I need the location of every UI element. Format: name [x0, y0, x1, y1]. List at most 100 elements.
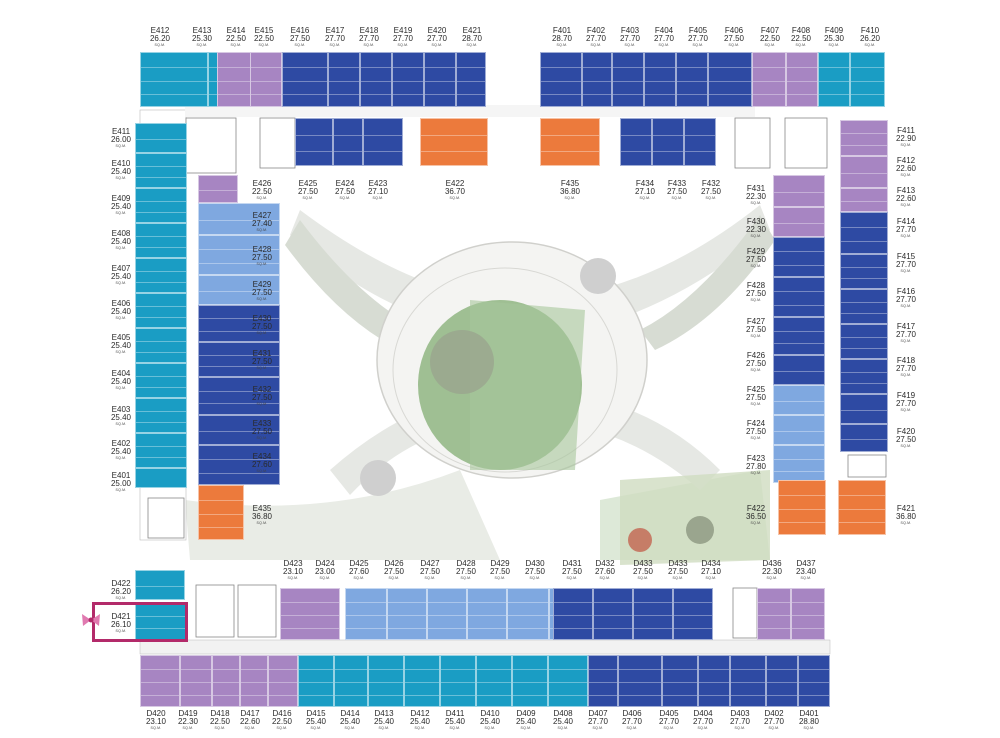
unit-e422[interactable]: [420, 118, 488, 166]
unit-f419[interactable]: [840, 394, 888, 424]
unit-f423[interactable]: [773, 445, 825, 483]
unit-f404[interactable]: [644, 52, 676, 107]
unit-e434[interactable]: [198, 445, 280, 485]
unit-f418[interactable]: [840, 359, 888, 394]
unit-f421[interactable]: [838, 480, 886, 535]
unit-d407[interactable]: [588, 655, 618, 707]
unit-e426[interactable]: [198, 175, 238, 203]
unit-d422[interactable]: [135, 570, 185, 600]
unit-f431[interactable]: [773, 175, 825, 207]
unit-d421[interactable]: [135, 602, 187, 640]
unit-e435[interactable]: [198, 485, 244, 540]
unit-e406[interactable]: [135, 293, 187, 328]
unit-d423[interactable]: [280, 588, 340, 640]
unit-e427[interactable]: [198, 203, 280, 235]
unit-e430[interactable]: [198, 305, 280, 342]
unit-f405[interactable]: [676, 52, 708, 107]
unit-f410[interactable]: [850, 52, 885, 107]
unit-e431[interactable]: [198, 342, 280, 377]
unit-f408[interactable]: [786, 52, 818, 107]
unit-e409[interactable]: [135, 188, 187, 223]
unit-f412[interactable]: [840, 156, 888, 188]
unit-f415[interactable]: [840, 254, 888, 289]
unit-f435[interactable]: [540, 118, 600, 166]
unit-f427[interactable]: [773, 317, 825, 355]
unit-f430[interactable]: [773, 207, 825, 237]
unit-f402[interactable]: [582, 52, 612, 107]
unit-d409[interactable]: [512, 655, 548, 707]
unit-d401[interactable]: [798, 655, 830, 707]
unit-e403[interactable]: [135, 398, 187, 433]
unit-d405[interactable]: [662, 655, 698, 707]
unit-f425[interactable]: [773, 385, 825, 415]
unit-f403[interactable]: [612, 52, 644, 107]
unit-e417[interactable]: [328, 52, 360, 107]
unit-e423[interactable]: [363, 118, 403, 166]
unit-e414[interactable]: [217, 52, 251, 107]
unit-e429[interactable]: [198, 275, 280, 305]
unit-f417[interactable]: [840, 324, 888, 359]
unit-e420[interactable]: [424, 52, 456, 107]
unit-e425[interactable]: [295, 118, 333, 166]
unit-e408[interactable]: [135, 223, 187, 258]
unit-d437[interactable]: [791, 588, 825, 640]
unit-e411[interactable]: [135, 123, 187, 153]
unit-d436[interactable]: [757, 588, 791, 640]
unit-d427[interactable]: [427, 588, 467, 640]
unit-e412[interactable]: [140, 52, 208, 107]
unit-f413[interactable]: [840, 188, 888, 212]
unit-f434[interactable]: [620, 118, 652, 166]
unit-e418[interactable]: [360, 52, 392, 107]
unit-f416[interactable]: [840, 289, 888, 324]
unit-d433[interactable]: [633, 588, 673, 640]
unit-d403[interactable]: [730, 655, 766, 707]
unit-f422[interactable]: [778, 480, 826, 535]
unit-d426[interactable]: [387, 588, 427, 640]
unit-d416[interactable]: [268, 655, 298, 707]
unit-f426[interactable]: [773, 355, 825, 385]
unit-d418[interactable]: [212, 655, 240, 707]
unit-d417[interactable]: [240, 655, 268, 707]
unit-f424[interactable]: [773, 415, 825, 445]
unit-e415[interactable]: [250, 52, 282, 107]
unit-d402[interactable]: [766, 655, 798, 707]
unit-f401[interactable]: [540, 52, 582, 107]
unit-d433[interactable]: [673, 588, 713, 640]
unit-e402[interactable]: [135, 433, 187, 468]
unit-d411[interactable]: [440, 655, 476, 707]
unit-d432[interactable]: [593, 588, 633, 640]
unit-e407[interactable]: [135, 258, 187, 293]
unit-f429[interactable]: [773, 237, 825, 277]
unit-d425[interactable]: [345, 588, 387, 640]
unit-f433[interactable]: [652, 118, 684, 166]
unit-f414[interactable]: [840, 212, 888, 254]
unit-e410[interactable]: [135, 153, 187, 188]
unit-d420[interactable]: [140, 655, 180, 707]
unit-f406[interactable]: [708, 52, 752, 107]
unit-f432[interactable]: [684, 118, 716, 166]
unit-e424[interactable]: [333, 118, 363, 166]
unit-e419[interactable]: [392, 52, 424, 107]
unit-d412[interactable]: [404, 655, 440, 707]
unit-d431[interactable]: [553, 588, 593, 640]
unit-e421[interactable]: [456, 52, 486, 107]
unit-f428[interactable]: [773, 277, 825, 317]
unit-f409[interactable]: [818, 52, 850, 107]
unit-d414[interactable]: [334, 655, 368, 707]
unit-e432[interactable]: [198, 377, 280, 415]
unit-f407[interactable]: [752, 52, 786, 107]
unit-d415[interactable]: [298, 655, 334, 707]
unit-e433[interactable]: [198, 415, 280, 445]
unit-d428[interactable]: [467, 588, 507, 640]
unit-d408[interactable]: [548, 655, 588, 707]
unit-f411[interactable]: [840, 120, 888, 156]
unit-f420[interactable]: [840, 424, 888, 452]
unit-d404[interactable]: [698, 655, 730, 707]
unit-d419[interactable]: [180, 655, 212, 707]
unit-d413[interactable]: [368, 655, 404, 707]
unit-e428[interactable]: [198, 235, 280, 275]
unit-e416[interactable]: [282, 52, 328, 107]
unit-d410[interactable]: [476, 655, 512, 707]
unit-d429[interactable]: [507, 588, 549, 640]
unit-e404[interactable]: [135, 363, 187, 398]
